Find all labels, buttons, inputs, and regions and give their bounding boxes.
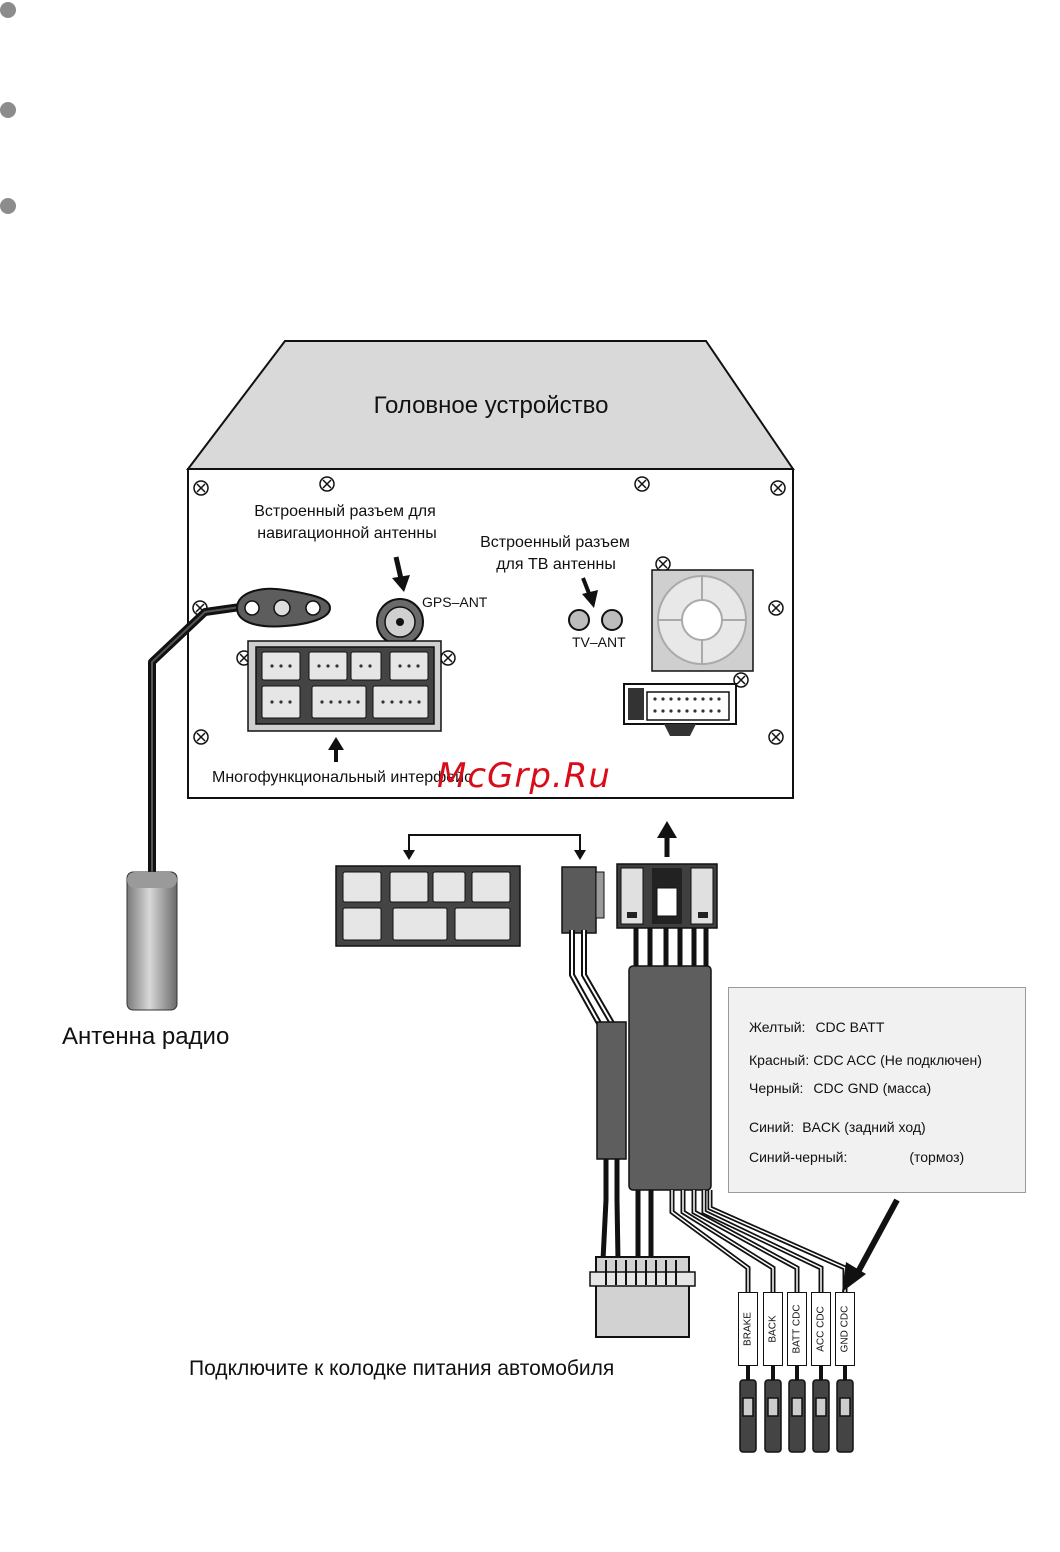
screws (192, 476, 786, 745)
legend-signal: BACK (задний ход) (802, 1119, 926, 1135)
screw (634, 476, 650, 492)
legend-separator: : (805, 1052, 810, 1068)
radio-antenna-socket (235, 587, 332, 628)
gps-builtin-label-line1: Встроенный разъем для (254, 503, 436, 520)
cooling-fan (651, 569, 754, 672)
legend-signal: CDC GND (масса) (813, 1080, 932, 1096)
legend-row-red: Красный:CDC ACC (Не подключен) (749, 1052, 982, 1068)
screw (319, 476, 335, 492)
gps-connector (376, 598, 424, 646)
power-harness-connector (616, 863, 718, 929)
harness-up-arrow (657, 821, 677, 857)
wire-tag-back: BACK (763, 1292, 783, 1366)
legend-separator: : (801, 1019, 806, 1035)
multifunction-connector-panel (247, 640, 442, 732)
tv-builtin-label-line2: для ТВ антенны (496, 556, 616, 573)
screw (770, 480, 786, 496)
gps-builtin-label-line2: навигационной антенны (257, 525, 437, 542)
wire-tag-text: BRAKE (742, 1312, 754, 1346)
multifunction-plug (335, 865, 521, 947)
legend-color-name: Красный (749, 1052, 806, 1068)
bullet-dot (0, 102, 16, 118)
power-module (628, 965, 712, 1191)
wire-tag-brake: BRAKE (738, 1292, 758, 1366)
small-plug (561, 866, 605, 934)
wire-tag-text: BATT CDC (791, 1304, 803, 1354)
multifunction-arrow (328, 737, 344, 762)
power-wires-top (633, 928, 709, 968)
gps-ant-label: GPS–ANT (422, 594, 488, 610)
screw (655, 556, 671, 572)
legend-separator: : (799, 1080, 804, 1096)
bullet-dot (0, 2, 16, 18)
legend-separator: : (843, 1149, 848, 1165)
wire-tag-text: ACC CDC (815, 1306, 827, 1352)
watermark: McGrp.Ru (437, 756, 611, 796)
legend-separator: : (790, 1119, 795, 1135)
screw (733, 672, 749, 688)
pigtail-wires (669, 1190, 848, 1292)
power-connector-panel (623, 683, 737, 736)
screw (440, 650, 456, 666)
tv-arrow (581, 577, 598, 608)
legend-row-yellow: Желтый: CDC BATT (749, 1019, 884, 1035)
bullet-dot (0, 198, 16, 214)
legend-signal: (тормоз) (909, 1149, 965, 1165)
wire-tag-text: BACK (767, 1315, 779, 1343)
multifunction-interface-label: Многофункциональный интерфейс (212, 769, 473, 786)
screw (193, 480, 209, 496)
legend-row-blue-black: Синий-черный: (тормоз) (749, 1149, 964, 1165)
connect-power-label: Подключите к колодке питания автомобиля (189, 1357, 615, 1380)
bracket-arrows (408, 834, 581, 852)
terminal (788, 1366, 806, 1453)
radio-antenna (126, 871, 178, 1011)
legend-color-name: Желтый (749, 1019, 802, 1035)
legend-color-name: Синий-черный (749, 1149, 844, 1165)
screw (193, 729, 209, 745)
legend-color-name: Синий (749, 1119, 791, 1135)
legend-row-blue: Синий: BACK (задний ход) (749, 1119, 926, 1135)
terminal (764, 1366, 782, 1453)
screw (768, 600, 784, 616)
gps-arrow (392, 556, 410, 592)
pigtail-terminals (739, 1366, 854, 1453)
legend-color-name: Черный (749, 1080, 800, 1096)
wire-tag-gnd-cdc: GND CDC (835, 1292, 855, 1366)
radio-antenna-label: Антенна радио (62, 1023, 230, 1050)
inline-module (596, 1021, 627, 1160)
iso-plug-wires (600, 1159, 654, 1261)
tv-ant-connectors (568, 609, 623, 631)
terminal (739, 1366, 757, 1453)
wire-color-legend: Желтый:CDC BATT Красный:CDC ACC (Не подк… (728, 987, 1026, 1193)
head-unit-title: Головное устройство (373, 392, 609, 419)
iso-power-plug (589, 1256, 696, 1338)
tv-ant-label: TV–ANT (572, 634, 626, 650)
legend-signal: CDC ACC (Не подключен) (813, 1052, 982, 1068)
legend-arrow (842, 1198, 900, 1292)
terminal (836, 1366, 854, 1453)
wire-tag-batt-cdc: BATT CDC (787, 1292, 807, 1366)
tv-builtin-label-line1: Встроенный разъем (480, 534, 630, 551)
screw (768, 729, 784, 745)
wire-tag-acc-cdc: ACC CDC (811, 1292, 831, 1366)
legend-row-black: Черный: CDC GND (масса) (749, 1080, 931, 1096)
terminal (812, 1366, 830, 1453)
legend-signal: CDC BATT (815, 1019, 885, 1035)
wire-tag-text: GND CDC (839, 1305, 851, 1353)
